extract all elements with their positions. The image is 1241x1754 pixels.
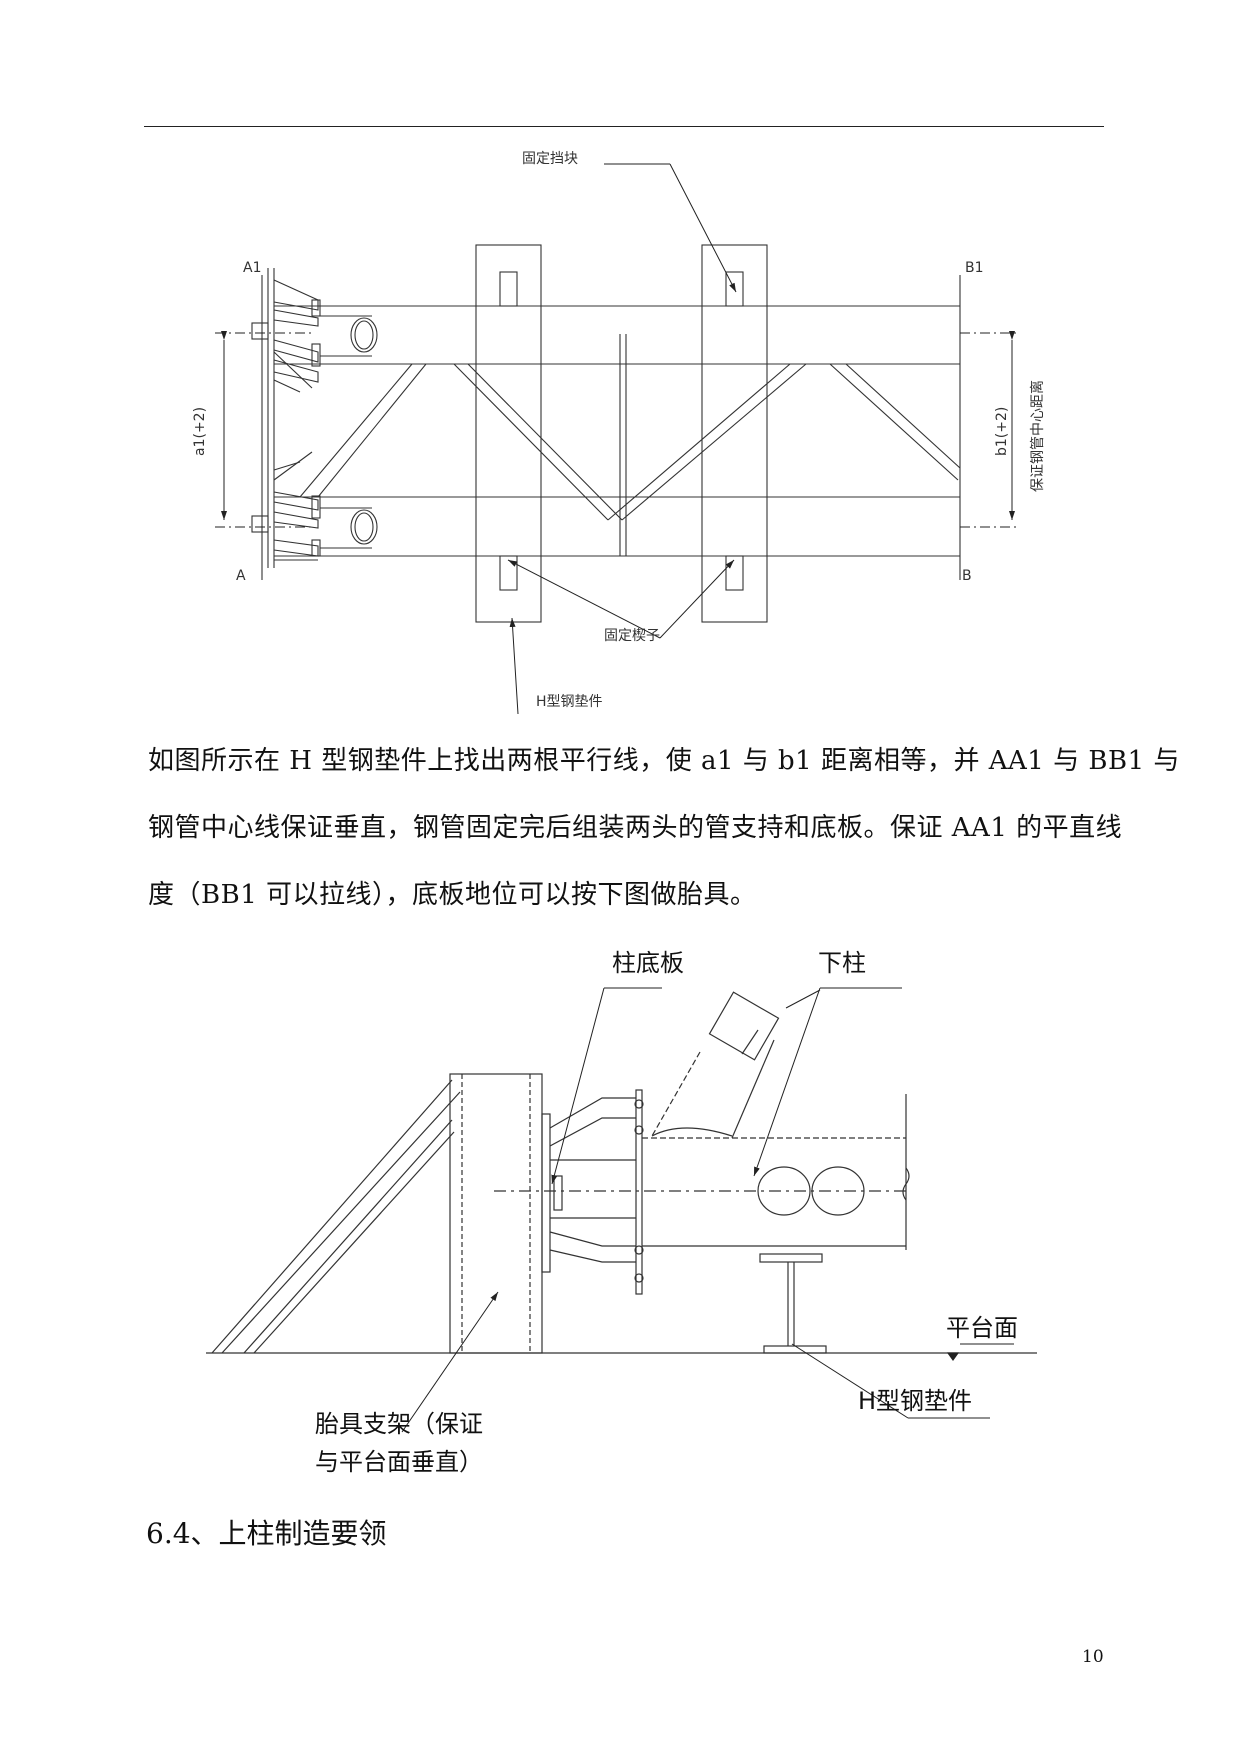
base-plate-label: 柱底板 <box>612 949 684 977</box>
fixed-stop-label: 固定挡块 <box>522 151 578 167</box>
lower-column-label: 下柱 <box>818 949 866 977</box>
platform-label: 平台面 <box>946 1314 1018 1342</box>
section-heading: 6.4、上柱制造要领 <box>146 1517 387 1550</box>
right-dimension-label: b1(+2) <box>994 407 1010 456</box>
corner-b1-label: B1 <box>965 260 984 276</box>
page-number: 10 <box>1082 1647 1104 1667</box>
left-dimension-label: a1(+2) <box>192 407 208 456</box>
jig-support-label-line1: 胎具支架（保证 <box>315 1410 483 1438</box>
truss-assembly-drawing: 固定挡块 固定楔子 H型钢垫件 A1 B1 A B a1(+2) b1(+2) … <box>192 151 1046 715</box>
corner-a1-label: A1 <box>243 260 261 276</box>
right-note-label: 保证钢管中心距离 <box>1029 380 1046 492</box>
body-paragraph: 如图所示在 H 型钢垫件上找出两根平行线，使 a1 与 b1 距离相等，并 AA… <box>148 728 1180 929</box>
fixed-wedge-label: 固定楔子 <box>604 628 660 644</box>
h-steel-pad-label: H型钢垫件 <box>858 1387 972 1415</box>
body-line: 度（BB1 可以拉线），底板地位可以按下图做胎具。 <box>148 880 757 910</box>
corner-b-label: B <box>962 568 972 584</box>
corner-a-label: A <box>236 568 246 584</box>
header-rule <box>144 126 1104 127</box>
jig-support-label-line2: 与平台面垂直） <box>315 1448 483 1476</box>
h-steel-pad-label: H型钢垫件 <box>536 694 603 710</box>
body-line: 如图所示在 H 型钢垫件上找出两根平行线，使 a1 与 b1 距离相等，并 AA… <box>148 746 1180 776</box>
body-line: 钢管中心线保证垂直，钢管固定完后组装两头的管支持和底板。保证 AA1 的平直线 <box>148 813 1123 843</box>
